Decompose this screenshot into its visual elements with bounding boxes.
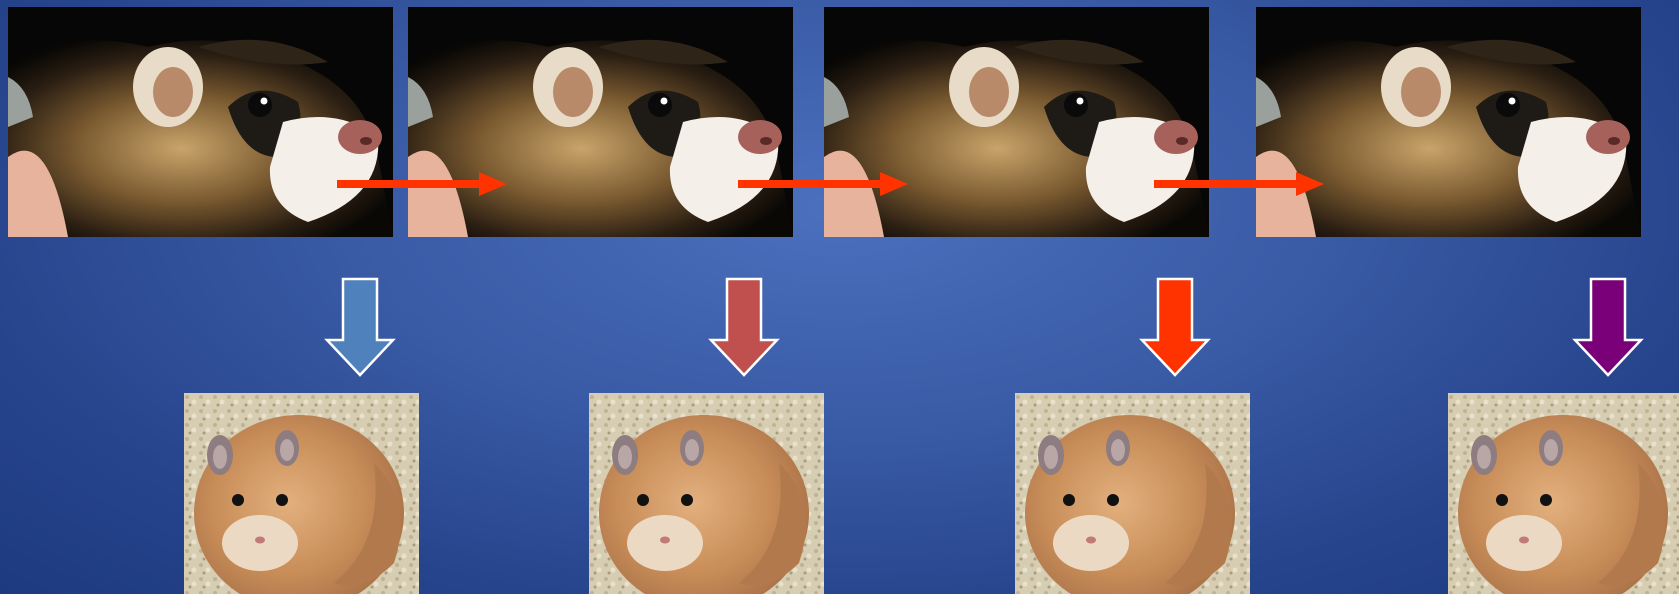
ferret-frame-3	[824, 7, 1209, 237]
ferret-frame-2	[408, 7, 793, 237]
ferret-frame-1	[8, 7, 393, 237]
ferret-image	[1256, 7, 1641, 237]
hamster-frame-1	[184, 393, 419, 594]
hamster-image	[184, 393, 419, 594]
hamster-frame-3	[1015, 393, 1250, 594]
hamster-image	[589, 393, 824, 594]
hamster-image	[1015, 393, 1250, 594]
ferret-frame-4	[1256, 7, 1641, 237]
right-arrow-1	[337, 172, 507, 196]
hamster-frame-4	[1448, 393, 1679, 594]
hamster-frame-2	[589, 393, 824, 594]
right-arrow-2	[738, 172, 908, 196]
ferret-image	[8, 7, 393, 237]
right-arrow-3	[1154, 172, 1324, 196]
hamster-image	[1448, 393, 1679, 594]
ferret-image	[824, 7, 1209, 237]
down-arrow-3	[1139, 277, 1211, 378]
down-arrow-2	[708, 277, 780, 378]
down-arrow-4	[1572, 277, 1644, 378]
down-arrow-1	[324, 277, 396, 378]
ferret-image	[408, 7, 793, 237]
